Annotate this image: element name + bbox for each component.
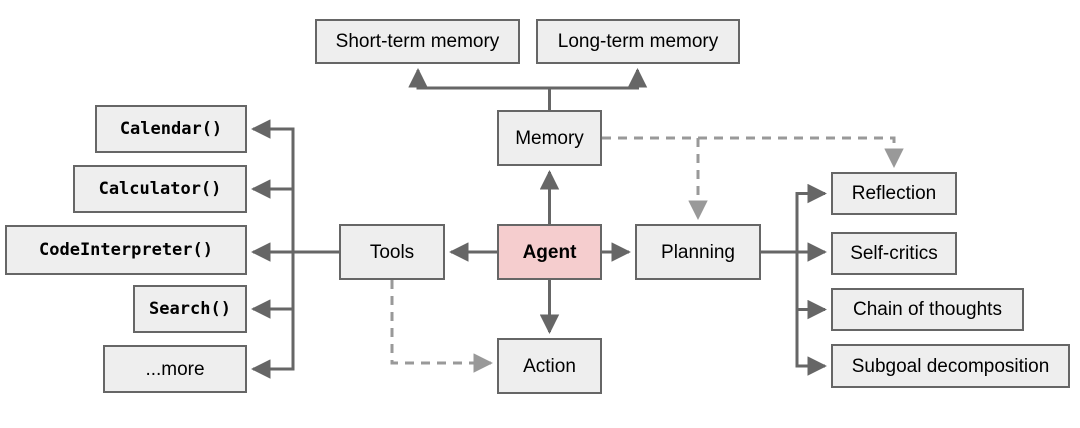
node-subgoal-decomposition[interactable]: Subgoal decomposition bbox=[831, 344, 1070, 388]
node-tools[interactable]: Tools bbox=[339, 224, 445, 280]
node-chain-of-thoughts[interactable]: Chain of thoughts bbox=[831, 288, 1024, 331]
edge-planning-subgoal bbox=[761, 250, 827, 376]
node-label: Planning bbox=[661, 241, 735, 263]
node-reflection[interactable]: Reflection bbox=[831, 172, 957, 215]
edge-tools-search bbox=[251, 250, 339, 319]
node-label: Agent bbox=[522, 241, 577, 263]
edge-planning-reflection bbox=[761, 183, 827, 254]
edge-memory-short-term bbox=[408, 68, 551, 110]
node-label: Reflection bbox=[851, 183, 937, 204]
node-code-interpreter[interactable]: CodeInterpreter() bbox=[5, 225, 247, 275]
node-label: Short-term memory bbox=[335, 31, 500, 52]
edge-memory-planning-dashed bbox=[602, 136, 708, 220]
node-planning[interactable]: Planning bbox=[635, 224, 761, 280]
node-label: CodeInterpreter() bbox=[39, 239, 213, 260]
node-label: ...more bbox=[145, 358, 205, 380]
node-calendar[interactable]: Calendar() bbox=[95, 105, 247, 153]
edge-tools-action-dashed bbox=[390, 280, 493, 373]
node-agent[interactable]: Agent bbox=[497, 224, 602, 280]
edge-memory-long-term bbox=[548, 68, 648, 110]
edge-planning-chain-of-thoughts bbox=[761, 250, 827, 320]
node-more[interactable]: ...more bbox=[103, 345, 247, 393]
node-label: Tools bbox=[369, 241, 415, 263]
edge-tools-more bbox=[251, 250, 339, 379]
node-short-term-memory[interactable]: Short-term memory bbox=[315, 19, 520, 64]
node-label: Long-term memory bbox=[557, 31, 719, 52]
node-calculator[interactable]: Calculator() bbox=[73, 165, 247, 213]
node-label: Subgoal decomposition bbox=[851, 355, 1050, 377]
edge-memory-reflection-dashed bbox=[602, 136, 904, 168]
node-label: Chain of thoughts bbox=[853, 299, 1002, 320]
node-label: Search() bbox=[149, 298, 231, 319]
edge-tools-calculator bbox=[251, 179, 339, 254]
node-label: Calculator() bbox=[98, 178, 222, 199]
node-action[interactable]: Action bbox=[497, 338, 602, 394]
node-search[interactable]: Search() bbox=[133, 285, 247, 333]
edge-tools-calendar bbox=[251, 119, 339, 254]
node-label: Calendar() bbox=[119, 118, 223, 139]
node-label: Memory bbox=[515, 127, 584, 149]
node-label: Action bbox=[523, 355, 576, 377]
node-memory[interactable]: Memory bbox=[497, 110, 602, 166]
node-long-term-memory[interactable]: Long-term memory bbox=[536, 19, 740, 64]
node-label: Self-critics bbox=[850, 243, 938, 264]
node-self-critics[interactable]: Self-critics bbox=[831, 232, 957, 275]
